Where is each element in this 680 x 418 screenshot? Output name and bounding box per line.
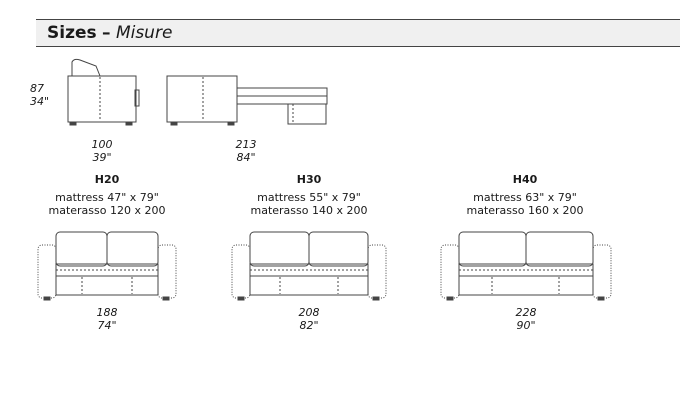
width-in: 82" xyxy=(299,319,319,332)
model-code: H20 xyxy=(94,173,120,186)
section-title: Sizes – Misure xyxy=(47,23,172,43)
title-separator: – xyxy=(102,23,111,43)
h20-width-dimension: 188 74" xyxy=(83,306,131,332)
width-in: 90" xyxy=(516,319,536,332)
sofa-h20-drawing xyxy=(37,231,177,301)
model-code: H40 xyxy=(512,173,538,186)
mattress-size-inches: mattress 63" x 79" xyxy=(473,191,577,204)
side-view-drawing xyxy=(67,58,140,126)
bed-view-drawing xyxy=(166,75,328,126)
side-height-in: 34" xyxy=(30,95,50,108)
mattress-size-inches: mattress 47" x 79" xyxy=(55,191,159,204)
width-cm: 228 xyxy=(515,306,537,319)
width-cm: 208 xyxy=(298,306,320,319)
side-depth-in: 39" xyxy=(92,151,112,164)
mattress-size-cm: materasso 140 x 200 xyxy=(250,204,368,217)
side-depth-cm: 100 xyxy=(91,138,113,151)
mattress-size-cm: materasso 160 x 200 xyxy=(466,204,584,217)
mattress-size-cm: materasso 120 x 200 xyxy=(48,204,166,217)
title-italian: Misure xyxy=(115,23,173,43)
model-h30-label: H30 mattress 55" x 79" materasso 140 x 2… xyxy=(239,173,379,217)
sofa-h40-drawing xyxy=(440,231,612,301)
bed-length-cm: 213 xyxy=(235,138,257,151)
mattress-size-inches: mattress 55" x 79" xyxy=(257,191,361,204)
h30-width-dimension: 208 82" xyxy=(285,306,333,332)
title-english: Sizes xyxy=(47,23,97,43)
sofa-h30-drawing xyxy=(231,231,387,301)
h40-width-dimension: 228 90" xyxy=(502,306,550,332)
side-depth-dimension: 100 39" xyxy=(78,138,126,164)
width-cm: 188 xyxy=(96,306,118,319)
bed-length-dimension: 213 84" xyxy=(222,138,270,164)
model-h40-label: H40 mattress 63" x 79" materasso 160 x 2… xyxy=(455,173,595,217)
section-header: Sizes – Misure xyxy=(36,19,680,47)
side-height-cm: 87 xyxy=(30,82,44,95)
model-code: H30 xyxy=(296,173,322,186)
model-h20-label: H20 mattress 47" x 79" materasso 120 x 2… xyxy=(37,173,177,217)
width-in: 74" xyxy=(97,319,117,332)
side-height-dimension: 87 34" xyxy=(30,82,54,108)
bed-length-in: 84" xyxy=(236,151,256,164)
